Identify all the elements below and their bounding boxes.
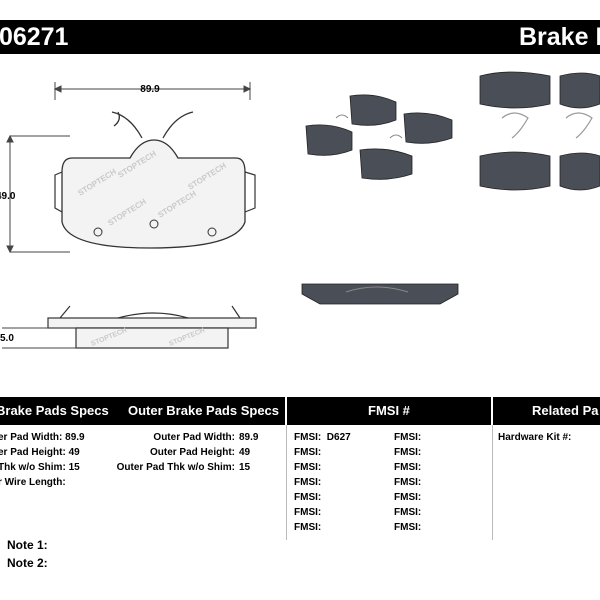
- pad-set-photo: [301, 94, 459, 305]
- header-divider: [491, 397, 493, 425]
- note-1: Note 1:: [7, 538, 48, 552]
- outer-spec-label: Outer Pad Height:: [149, 447, 235, 458]
- fmsi-header: FMSI #: [368, 403, 410, 418]
- column-divider: [286, 425, 287, 540]
- fmsi-row: FMSI:: [394, 522, 422, 533]
- spring-clip: [111, 111, 194, 139]
- inner-spec-row: Thk w/o Shim: 15: [0, 462, 80, 473]
- thickness-dimension: [2, 327, 76, 349]
- width-dimension: [53, 82, 252, 100]
- fmsi-row: FMSI:: [294, 522, 322, 533]
- fmsi-row: FMSI:: [394, 477, 422, 488]
- fmsi-row: FMSI:: [294, 462, 322, 473]
- fmsi-row: FMSI:: [294, 447, 322, 458]
- height-dim-label: 49.0: [0, 191, 16, 202]
- width-dim-label: 89.9: [140, 84, 160, 95]
- page-title: Brake P: [519, 23, 600, 51]
- inner-spec-row: r Wire Length:: [0, 477, 66, 488]
- pad-outline: [61, 139, 246, 249]
- inner-spec-row: er Pad Width: 89.9: [0, 432, 85, 443]
- outer-spec-value: 15: [239, 462, 251, 473]
- inner-pads-header: Brake Pads Specs: [0, 403, 109, 418]
- inner-spec-row: er Pad Height: 49: [0, 447, 80, 458]
- fmsi-row: FMSI:: [394, 507, 422, 518]
- outer-spec-value: 89.9: [239, 432, 259, 443]
- fmsi-row: FMSI:: [294, 477, 322, 488]
- fmsi-row: FMSI:: [394, 432, 422, 443]
- specs-header-bar: [0, 397, 600, 425]
- pad-drawing: 89.9 49.0 STOPTECH STOPTECH STOPTECH STO…: [0, 71, 600, 349]
- fmsi-row: FMSI:: [394, 492, 422, 503]
- fmsi-row: FMSI:: [294, 507, 322, 518]
- outer-spec-label: Outer Pad Thk w/o Shim:: [116, 462, 235, 473]
- pad-clips-photo: [479, 71, 600, 191]
- thickness-dim-label: 5.0: [0, 333, 14, 344]
- fmsi-row: FMSI:: [294, 492, 322, 503]
- clip-photo: [335, 114, 409, 293]
- outer-spec-value: 49: [239, 447, 251, 458]
- fmsi-row: FMSI: D627: [294, 432, 351, 443]
- height-dimension: [6, 134, 70, 254]
- header-divider: [285, 397, 287, 425]
- part-number: .06271: [0, 23, 69, 51]
- header-bar: .06271 Brake P: [0, 20, 600, 54]
- related-parts-header: Related Pa: [532, 403, 599, 418]
- fmsi-row: FMSI:: [394, 462, 422, 473]
- note-2: Note 2:: [7, 556, 48, 570]
- pad-side-view: [47, 305, 257, 349]
- outer-pads-header: Outer Brake Pads Specs: [128, 403, 280, 418]
- outer-spec-label: Outer Pad Width:: [153, 432, 235, 443]
- hardware-kit-row: Hardware Kit #:: [498, 432, 572, 443]
- column-divider: [492, 425, 493, 540]
- fmsi-row: FMSI:: [394, 447, 422, 458]
